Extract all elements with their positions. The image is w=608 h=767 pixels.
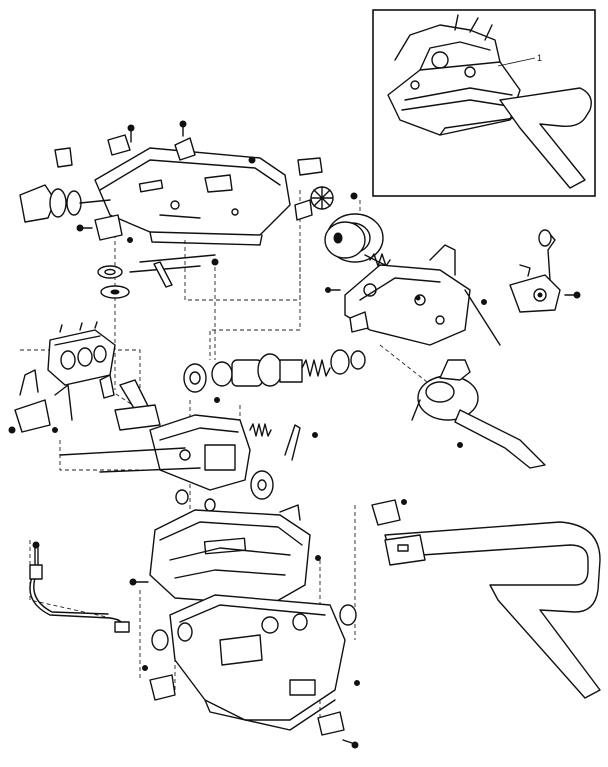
screw-icon: [481, 299, 487, 305]
screw-icon: [312, 432, 318, 438]
inset-callout-number: 1: [537, 53, 542, 63]
spring-icon: [369, 253, 391, 267]
gear-icon: [250, 470, 274, 500]
screw-icon: [211, 258, 219, 266]
screw-icon: [350, 192, 358, 200]
inset-flat-cable: [499, 87, 592, 189]
capstan-drum-assembly: [324, 213, 396, 271]
screw-icon: [76, 224, 93, 232]
gear-icon: [100, 285, 130, 299]
flat-ribbon-cable: [371, 499, 601, 699]
screw-icon: [325, 287, 341, 293]
gear-icon: [310, 186, 334, 210]
screw-icon: [457, 442, 463, 448]
motor-with-ribbon: [411, 359, 546, 469]
screw-icon: [315, 555, 321, 561]
gear-icon: [97, 265, 123, 279]
top-small-parts: [19, 120, 358, 299]
screw-icon: [127, 124, 135, 143]
left-lever-parts: [8, 369, 161, 434]
mid-shaft-assembly: [183, 349, 366, 403]
center-mechanism-block: [59, 414, 318, 512]
head-roller-block: [47, 321, 116, 386]
top-chassis-plate: [94, 147, 291, 246]
screw-icon: [52, 427, 58, 433]
spring-icon: [249, 423, 272, 437]
inset-mechanism: [387, 14, 521, 136]
wire-harness: [29, 541, 130, 633]
right-lever-assembly: [325, 229, 581, 313]
screw-icon: [32, 541, 40, 549]
screw-icon: [129, 578, 149, 586]
screw-icon: [214, 397, 220, 403]
screw-icon: [142, 665, 148, 671]
right-bracket-assembly: [344, 244, 501, 346]
lower-chassis-base: [142, 594, 360, 749]
screw-icon: [8, 426, 16, 434]
inset-callout-leader: [497, 57, 536, 67]
inset-overview: 1: [372, 9, 596, 197]
spring-icon: [301, 359, 331, 377]
left-reel-motor: [19, 184, 111, 223]
screw-icon: [179, 120, 187, 137]
lower-chassis-upper-frame: [129, 504, 321, 606]
screw-icon: [354, 680, 360, 686]
screw-icon: [564, 291, 581, 299]
screw-icon: [342, 739, 359, 749]
screw-icon: [127, 237, 133, 243]
screw-icon: [248, 156, 256, 164]
screw-icon: [401, 499, 407, 505]
